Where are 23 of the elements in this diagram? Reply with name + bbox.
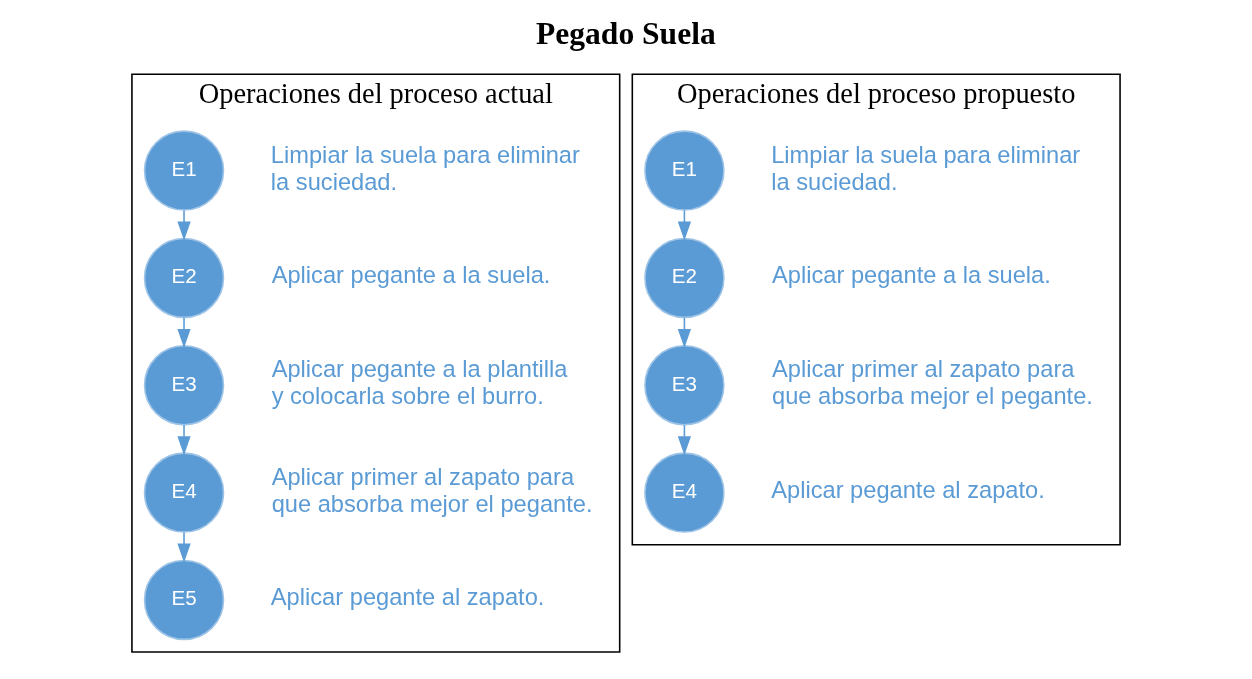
node-circle: E2 [644,237,725,319]
arrow [177,531,191,563]
node-label: Aplicar pegante a la plantilla y colocarla sobre el burro. [271,356,568,410]
node-label: Aplicar pegante al zapato. [771,477,1045,504]
node-circle: E2 [143,237,225,319]
arrow [177,424,191,456]
node-label: Limpiar la suela para eliminar la suciedad. [270,141,580,195]
node-circle: E3 [644,345,725,426]
node-circle: E4 [143,452,225,533]
node-label: Aplicar pegante a la suela. [271,262,551,289]
node-label: Aplicar pegante al zapato. [270,584,545,611]
node-circle: E3 [143,345,225,426]
arrow [177,209,191,241]
node-circle: E4 [644,452,725,533]
arrow [177,316,191,348]
node-label: Aplicar primer al zapato para que absorba mejor el pegante. [772,356,1093,410]
node-label: Aplicar primer al zapato para que absorba mejor el pegante. [271,463,593,517]
diagram-title: Pegado Suela [536,16,716,52]
node-circle: E5 [143,559,225,641]
node-label: Aplicar pegante a la suela. [772,262,1051,289]
node-circle: E1 [143,130,225,211]
node-label: Limpiar la suela para eliminar la suciedad. [771,141,1081,195]
node-circle: E1 [644,130,725,211]
